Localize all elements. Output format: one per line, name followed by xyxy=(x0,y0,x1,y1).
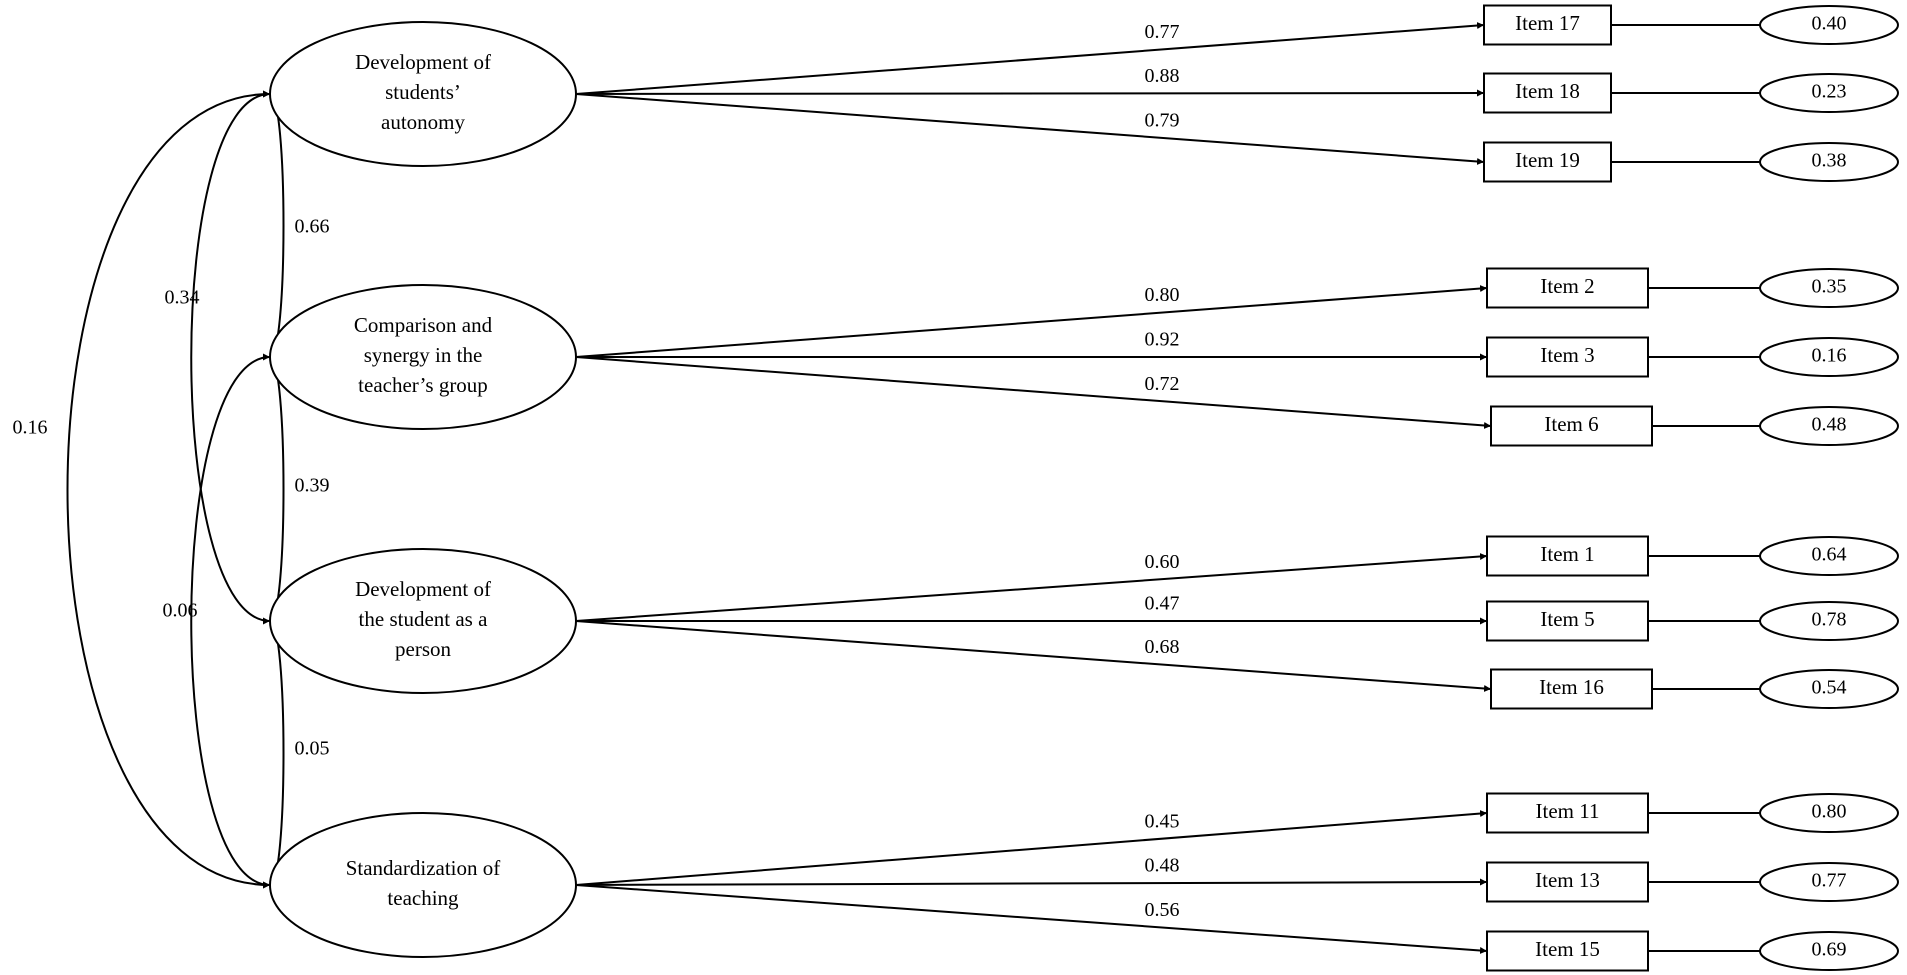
correlation-label: 0.16 xyxy=(13,417,48,439)
factor-ellipse xyxy=(269,21,577,167)
item-box xyxy=(1486,600,1649,642)
correlation-arc xyxy=(66,90,271,889)
item-label: Item 6 xyxy=(1544,412,1598,436)
item-label: Item 1 xyxy=(1540,542,1594,566)
correlation-arc xyxy=(269,353,285,625)
correlation-arc xyxy=(269,617,285,889)
error-label: 0.64 xyxy=(1812,544,1847,566)
item-box xyxy=(1483,141,1612,183)
item-label: Item 18 xyxy=(1515,79,1580,103)
correlation-arc xyxy=(269,90,285,361)
item-box xyxy=(1483,4,1612,46)
loading-path xyxy=(575,356,1492,429)
item-box xyxy=(1486,336,1649,378)
correlation-arc xyxy=(190,353,271,889)
item-label: Item 2 xyxy=(1540,274,1594,298)
error-label: 0.77 xyxy=(1812,870,1847,892)
error-ellipse xyxy=(1759,536,1899,576)
error-ellipse xyxy=(1759,337,1899,377)
error-ellipse xyxy=(1759,268,1899,308)
error-label: 0.54 xyxy=(1812,677,1847,699)
error-ellipse xyxy=(1759,931,1899,971)
error-label: 0.16 xyxy=(1812,345,1847,367)
loading-path xyxy=(575,620,1492,692)
error-ellipse xyxy=(1759,73,1899,113)
item-label: Item 19 xyxy=(1515,148,1580,172)
loading-label: 0.88 xyxy=(1145,65,1180,87)
error-label: 0.80 xyxy=(1812,801,1847,823)
error-label: 0.35 xyxy=(1812,276,1847,298)
error-label: 0.23 xyxy=(1812,81,1847,103)
error-label: 0.69 xyxy=(1812,939,1847,961)
error-ellipse xyxy=(1759,862,1899,902)
item-box xyxy=(1486,535,1649,577)
item-box xyxy=(1486,861,1649,903)
item-label: Item 11 xyxy=(1536,799,1600,823)
loading-label: 0.56 xyxy=(1145,899,1180,921)
loading-label: 0.79 xyxy=(1145,109,1180,131)
factor-ellipse xyxy=(269,284,577,430)
error-ellipse xyxy=(1759,142,1899,182)
correlation-label: 0.66 xyxy=(295,216,330,238)
correlation-label: 0.06 xyxy=(163,600,198,622)
loading-path xyxy=(575,93,1485,165)
loading-path xyxy=(575,553,1488,622)
loading-paths: 0.77 0.88 0.79 0.80 0.92 0.72 0.60 0.47 0.68 0.45… xyxy=(575,21,1760,954)
item-label: Item 3 xyxy=(1540,343,1594,367)
error-ellipse xyxy=(1759,406,1899,446)
correlation-arc xyxy=(190,90,271,625)
error-label: 0.48 xyxy=(1812,414,1847,436)
loading-label: 0.72 xyxy=(1145,373,1180,395)
loading-label: 0.68 xyxy=(1145,636,1180,658)
item-label: Item 13 xyxy=(1535,868,1600,892)
loading-path xyxy=(575,810,1488,886)
correlation-label: 0.39 xyxy=(295,475,330,497)
factor-ellipse xyxy=(269,548,577,694)
item-label: Item 16 xyxy=(1539,675,1604,699)
item-box xyxy=(1483,72,1612,114)
loading-label: 0.47 xyxy=(1145,593,1180,615)
error-label: 0.40 xyxy=(1812,13,1847,35)
loading-label: 0.48 xyxy=(1145,855,1180,877)
error-ellipse xyxy=(1759,5,1899,45)
item-label: Item 15 xyxy=(1535,937,1600,961)
loading-label: 0.77 xyxy=(1145,21,1180,43)
loading-label: 0.92 xyxy=(1145,329,1180,351)
item-box xyxy=(1490,405,1653,447)
correlation-label: 0.05 xyxy=(295,738,330,760)
loading-label: 0.80 xyxy=(1145,284,1180,306)
error-label: 0.38 xyxy=(1812,150,1847,172)
error-ellipse xyxy=(1759,793,1899,833)
item-label: Item 5 xyxy=(1540,607,1594,631)
item-box xyxy=(1486,930,1649,972)
loading-path xyxy=(575,878,1488,886)
loading-path xyxy=(575,89,1485,97)
error-ellipse xyxy=(1759,669,1899,709)
loading-path xyxy=(575,22,1485,95)
item-label: Item 17 xyxy=(1515,11,1580,35)
item-box xyxy=(1486,792,1649,834)
factor-ellipse xyxy=(269,812,577,958)
correlation-label: 0.34 xyxy=(165,287,200,309)
loading-label: 0.45 xyxy=(1145,810,1180,832)
loading-path xyxy=(575,884,1488,954)
error-label: 0.78 xyxy=(1812,609,1847,631)
item-box xyxy=(1486,267,1649,309)
loading-path xyxy=(575,285,1488,358)
loading-label: 0.60 xyxy=(1145,551,1180,573)
item-box xyxy=(1490,668,1653,710)
correlation-arcs: 0.66 0.39 0.05 0.34 0.06 0.16 xyxy=(13,90,330,889)
error-ellipse xyxy=(1759,601,1899,641)
